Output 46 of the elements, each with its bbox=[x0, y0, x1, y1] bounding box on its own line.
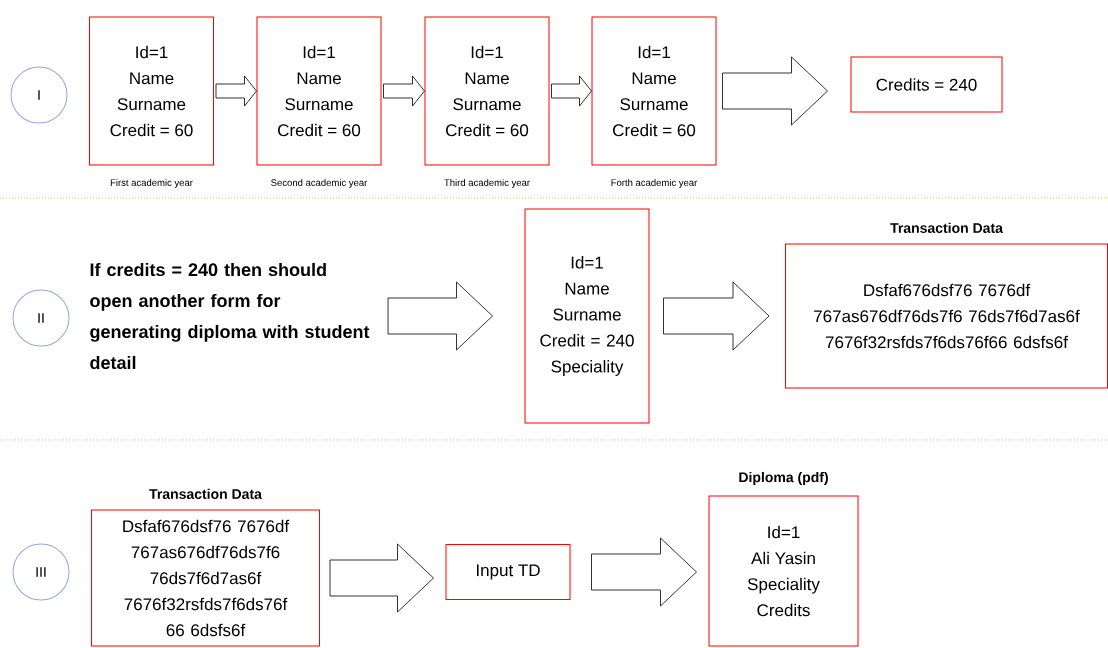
box-heading: Transaction Data bbox=[149, 488, 262, 499]
block-arrow bbox=[722, 56, 828, 126]
block-arrow bbox=[387, 281, 493, 351]
record-box: Dsfaf676dsf76 7676df 767as676df76ds7f6 76ds7f6d7as6f 7676f32rsfds7f6ds76f66 6dsfs6f bbox=[785, 243, 1108, 389]
year-caption: Second academic year bbox=[271, 179, 368, 188]
node-label: Credit = 60 bbox=[446, 123, 529, 137]
year-caption: Forth academic year bbox=[611, 179, 698, 188]
record-box: Credits = 240 bbox=[850, 56, 1003, 113]
record-box: Input TD bbox=[445, 544, 571, 600]
record-box: Dsfaf676dsf76 7676df 767as676df76ds7f6 76ds7f6d7as6f 7676f32rsfds7f6ds76f 66 6dsfs6f bbox=[91, 509, 320, 647]
node-label: Surname bbox=[620, 98, 688, 111]
year-caption: First academic year bbox=[110, 179, 193, 188]
block-arrow bbox=[329, 543, 434, 613]
block-arrow bbox=[551, 75, 592, 107]
node-label: Surname bbox=[453, 98, 521, 111]
node-label: Speciality bbox=[747, 577, 820, 594]
year-caption: Third academic year bbox=[444, 179, 530, 188]
node-label: Credits bbox=[757, 603, 810, 617]
record-box: Id=1 Name Surname Credit = 60 bbox=[256, 16, 382, 166]
node-label: Id=1 bbox=[768, 525, 800, 539]
record-box: Id=1 Name Surname Credit = 60 bbox=[424, 16, 550, 166]
node-label: Id=1 bbox=[303, 45, 335, 59]
node-label: Name bbox=[632, 72, 676, 85]
record-box: Id=1 Name Surname Credit = 240 Speciality bbox=[524, 208, 650, 424]
node-label: Id=1 bbox=[471, 45, 503, 59]
record-box: Id=1 Name Surname Credit = 60 bbox=[89, 16, 214, 166]
node-label: Id=1 bbox=[136, 45, 168, 59]
node-label: Name bbox=[465, 72, 509, 85]
node-label: Id=1 bbox=[638, 45, 670, 59]
node-label: Credit = 60 bbox=[110, 123, 193, 137]
node-label: Ali Yasin bbox=[751, 551, 815, 565]
node-label: Name bbox=[297, 72, 341, 85]
block-arrow bbox=[215, 75, 257, 107]
node-label: Name bbox=[130, 72, 174, 85]
block-arrow bbox=[383, 75, 425, 107]
record-box: Id=1 Name Surname Credit = 60 bbox=[591, 16, 717, 166]
node-label: Surname bbox=[285, 98, 353, 111]
block-arrow bbox=[663, 281, 770, 351]
box-heading: Transaction Data bbox=[890, 222, 1003, 233]
condition-text: If credits = 240 then should open another form for generating diploma with student detail bbox=[90, 262, 370, 370]
block-arrow bbox=[591, 537, 697, 607]
node-label: Surname bbox=[117, 98, 186, 111]
record-box: Id=1 Ali Yasin Speciality Credits bbox=[708, 495, 859, 647]
node-label: Credit = 60 bbox=[278, 123, 361, 137]
node-label: Credit = 60 bbox=[613, 123, 696, 137]
box-heading: Diploma (pdf) bbox=[739, 471, 828, 485]
